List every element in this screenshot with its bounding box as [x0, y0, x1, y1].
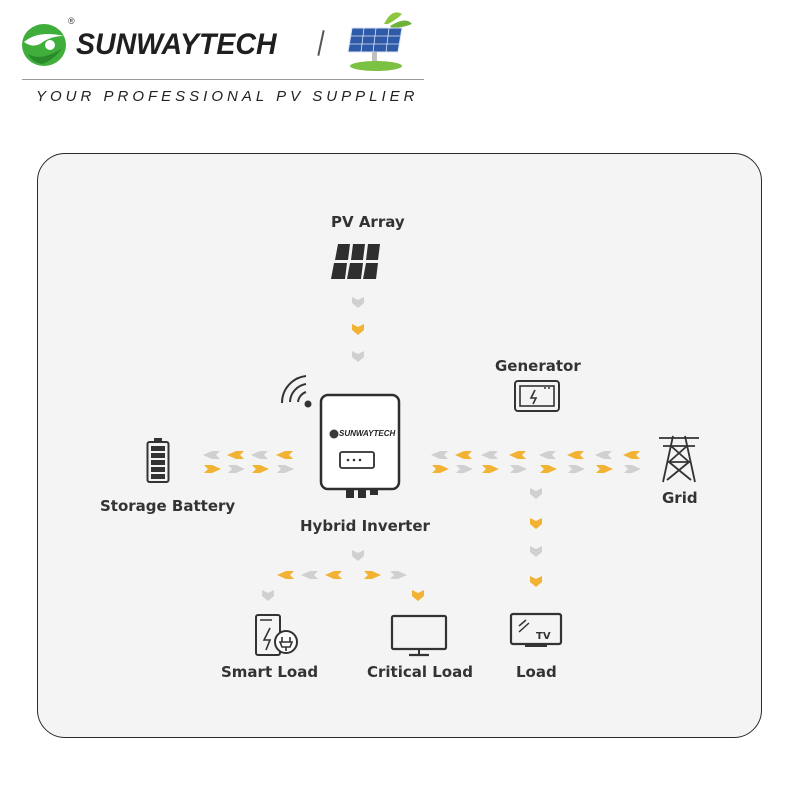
- grid-flow-arrow-left: [567, 451, 584, 459]
- battery-flow-arrow-left: [203, 451, 220, 459]
- hybrid-inverter-label: Hybrid Inverter: [300, 517, 430, 535]
- smart-load-label: Smart Load: [221, 663, 319, 681]
- grid-flow-arrow-left: [455, 451, 472, 459]
- pv-flow-arrow: [352, 297, 364, 308]
- load-branch-flow-arrow: [352, 550, 364, 561]
- load-flow-arrow: [530, 576, 542, 587]
- smart-load-flow-arrow: [325, 571, 342, 579]
- solar-panel-photo-icon: [347, 12, 412, 71]
- grid-flow-arrow-left: [481, 451, 498, 459]
- header-divider: [22, 79, 424, 80]
- grid-label: Grid: [662, 489, 698, 507]
- grid-flow-arrow-right: [456, 465, 473, 473]
- brand-name: SUNWAYTECH: [76, 28, 277, 61]
- critical-load-monitor-icon: [390, 614, 448, 657]
- hybrid-inverter-icon: [319, 393, 401, 498]
- battery-flow-arrow-right: [228, 465, 245, 473]
- slogan: YOUR PROFESSIONAL PV SUPPLIER: [36, 88, 419, 105]
- critical-load-label: Critical Load: [367, 663, 473, 681]
- grid-flow-arrow-right: [432, 465, 449, 473]
- battery-flow-arrow-left: [251, 451, 268, 459]
- sunwaytech-logo-icon: [22, 24, 66, 66]
- grid-flow-arrow-left: [431, 451, 448, 459]
- generator-icon: [514, 380, 560, 412]
- grid-tower-icon: [659, 435, 699, 483]
- load-flow-arrow: [530, 546, 542, 557]
- battery-flow-arrow-right: [204, 465, 221, 473]
- generator-label: Generator: [495, 357, 581, 375]
- grid-flow-arrow-left: [509, 451, 526, 459]
- battery-flow-arrow-left: [276, 451, 293, 459]
- grid-flow-arrow-right: [596, 465, 613, 473]
- header: ® SUNWAYTECH YOUR PROFESSIONAL PV SUPPLI…: [0, 0, 800, 120]
- grid-flow-arrow-right: [540, 465, 557, 473]
- inverter-brand-text: SUNWAYTECH: [339, 429, 396, 438]
- critical-load-flow-arrow: [390, 571, 407, 579]
- pv-array-label: PV Array: [331, 213, 405, 231]
- smart-load-flow-arrow: [277, 571, 294, 579]
- grid-flow-arrow-left: [595, 451, 612, 459]
- trademark-symbol: ®: [68, 16, 75, 26]
- smart-load-icon: [255, 614, 298, 656]
- smart-load-flow-arrow: [301, 571, 318, 579]
- grid-flow-arrow-right: [624, 465, 641, 473]
- pv-flow-arrow: [352, 351, 364, 362]
- battery-flow-arrow-right: [277, 465, 294, 473]
- critical-load-down-arrow: [412, 590, 424, 601]
- battery-flow-arrow-right: [252, 465, 269, 473]
- load-flow-arrow: [530, 488, 542, 499]
- pv-flow-arrow: [352, 324, 364, 335]
- grid-flow-arrow-right: [510, 465, 527, 473]
- battery-flow-arrow-left: [227, 451, 244, 459]
- battery-icon: [146, 438, 170, 483]
- wifi-signal-icon: [280, 375, 312, 408]
- grid-flow-arrow-left: [623, 451, 640, 459]
- solar-panel-icon: [331, 244, 380, 279]
- smart-load-down-arrow: [262, 590, 274, 601]
- load-label: Load: [516, 663, 557, 681]
- tv-icon: TV: [509, 612, 563, 647]
- grid-flow-arrow-right: [482, 465, 499, 473]
- grid-flow-arrow-left: [539, 451, 556, 459]
- tv-icon-text: TV: [536, 631, 551, 642]
- storage-battery-label: Storage Battery: [100, 497, 236, 515]
- load-flow-arrow: [530, 518, 542, 529]
- critical-load-flow-arrow: [364, 571, 381, 579]
- grid-flow-arrow-right: [568, 465, 585, 473]
